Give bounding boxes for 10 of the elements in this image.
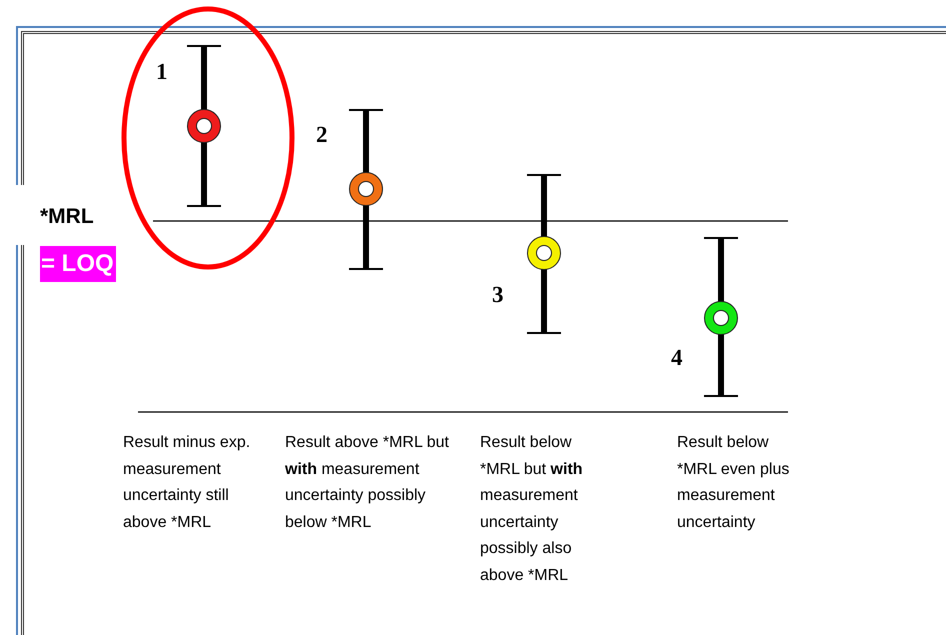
description-text: Result below *MRL even plus measurement uncertainty [677,433,790,532]
highlighted-label: = LOQ [40,246,116,282]
callout-number: 3 [492,283,504,306]
callout-number: 1 [156,60,168,83]
callout-number: 2 [316,123,328,146]
description-text: Result below *MRL but with measurement uncertainty possibly also above *MRL [480,433,584,586]
limit-label: *MRL [40,206,94,227]
callout-number: 4 [671,346,682,369]
description-text: Result minus exp. measurement uncertainty still above *MRL [123,433,252,532]
description-text: Result above *MRL but with measurement uncertainty possibly below *MRL [285,433,450,532]
